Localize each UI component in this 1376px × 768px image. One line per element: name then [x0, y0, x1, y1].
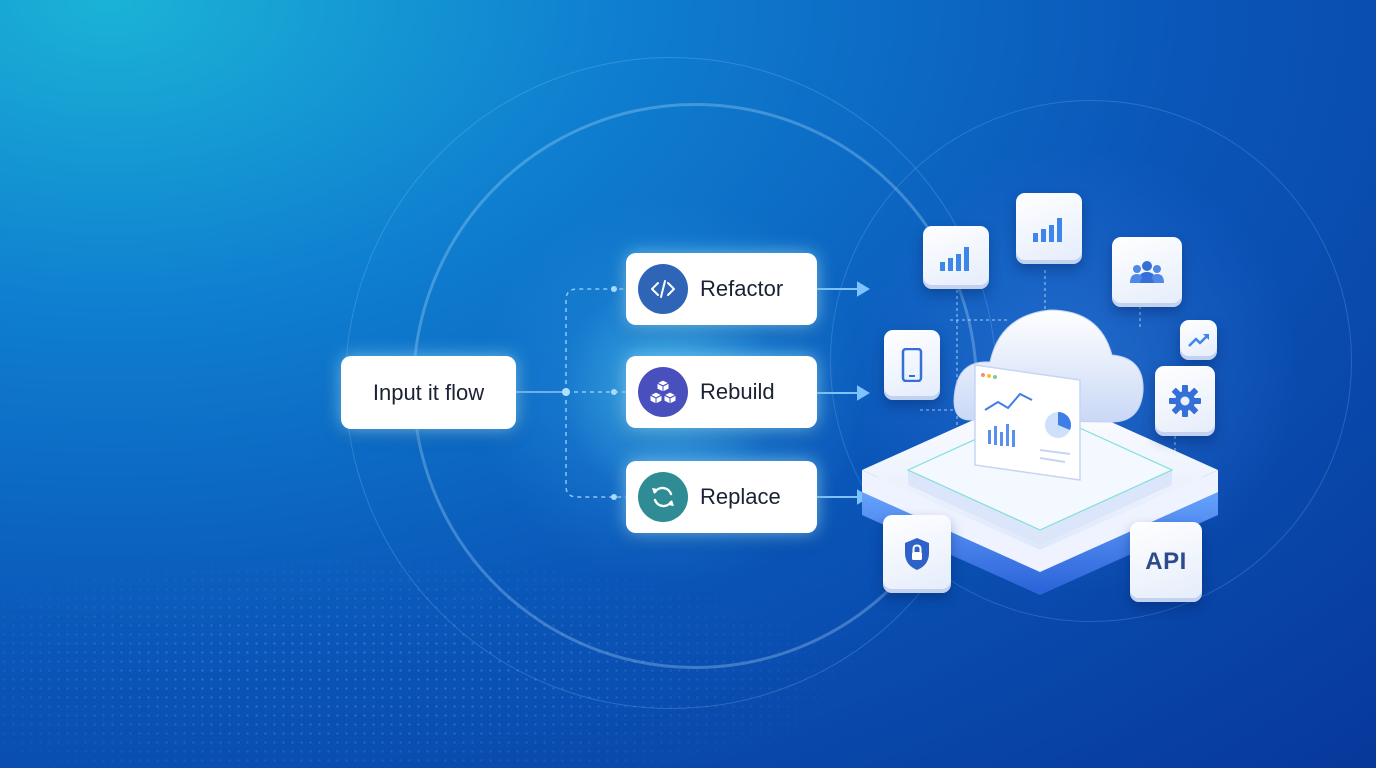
security-tile — [883, 515, 951, 593]
settings-tile — [1155, 366, 1215, 436]
users-tile — [1112, 237, 1182, 307]
trend-icon — [1187, 334, 1209, 347]
bar-chart-icon — [1033, 217, 1062, 242]
step-rebuild: Rebuild — [626, 356, 817, 428]
lock-icon — [905, 538, 929, 570]
bar-chart-icon — [940, 246, 969, 271]
step-replace: Replace — [626, 461, 817, 533]
bar-chart-tile — [923, 226, 989, 289]
api-tile: API — [1130, 522, 1202, 602]
input-flow-box: Input it flow — [341, 356, 516, 429]
api-label: API — [1145, 548, 1187, 575]
cloud-platform-illustration — [862, 270, 1218, 595]
input-flow-label: Input it flow — [372, 379, 485, 405]
code-icon — [638, 264, 688, 314]
users-icon — [1130, 261, 1164, 283]
bar-chart-tile — [1016, 193, 1082, 264]
step-label: Replace — [700, 484, 781, 509]
cubes-icon — [638, 367, 688, 417]
step-label: Refactor — [700, 276, 784, 301]
step-label: Rebuild — [700, 379, 775, 404]
trend-tile — [1180, 320, 1217, 360]
dashboard-icon — [974, 364, 1081, 481]
mobile-icon — [901, 348, 923, 382]
refresh-icon — [638, 472, 688, 522]
mobile-tile — [884, 330, 940, 400]
gear-icon — [1169, 385, 1201, 417]
step-refactor: Refactor — [626, 253, 817, 325]
